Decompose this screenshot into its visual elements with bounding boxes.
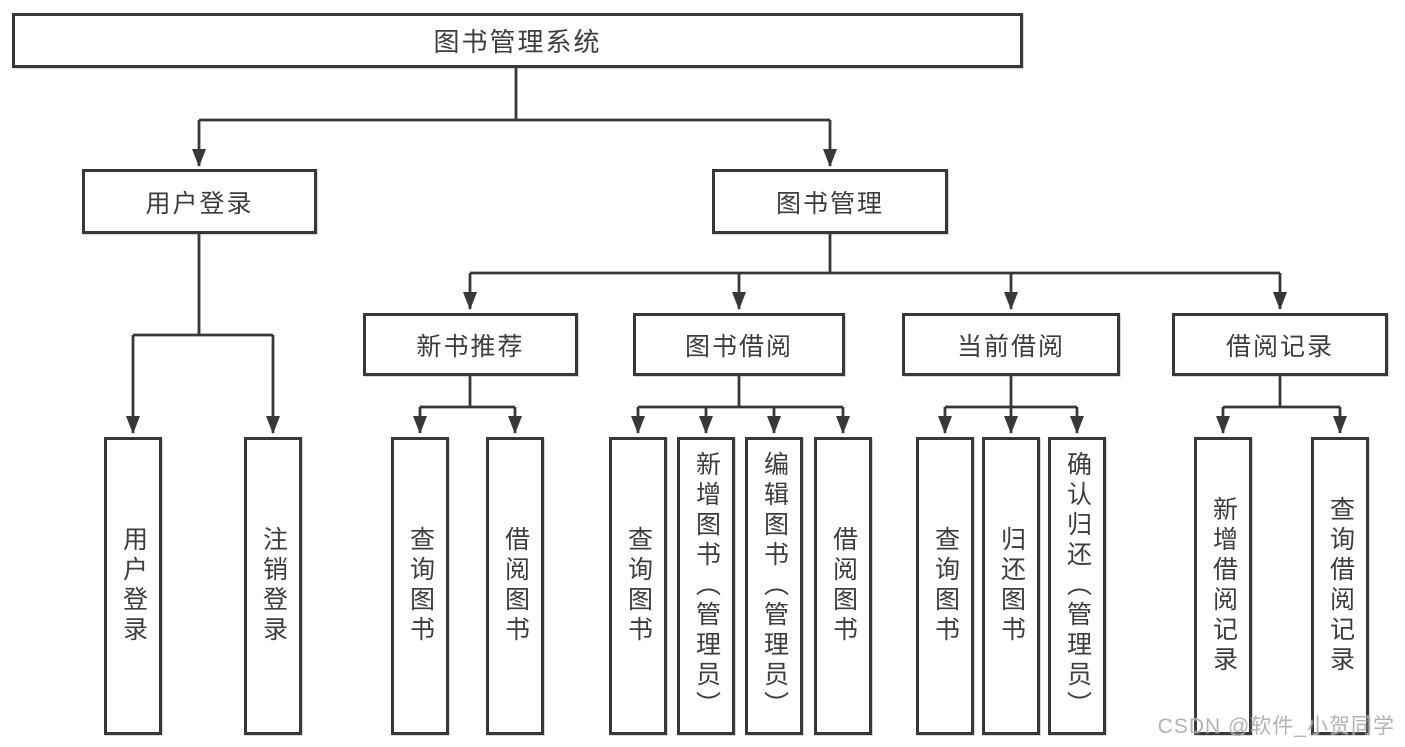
leaf-logout: 注销登录 [244,437,302,735]
leaf-cb-query-books: 查询图书 [916,437,974,735]
node-book-borrowing: 图书借阅 [633,313,845,376]
leaf-bb-query-books: 查询图书 [609,437,667,735]
leaf-bb-add-books-admin: 新增图书（管理员） [677,437,735,735]
node-user-login: 用户登录 [82,169,317,234]
node-library-management-system: 图书管理系统 [12,13,1023,68]
leaf-br-add-record: 新增借阅记录 [1194,437,1252,735]
leaf-bb-borrow-books: 借阅图书 [814,437,872,735]
leaf-bb-edit-books-admin: 编辑图书（管理员） [745,437,803,735]
leaf-nb-borrow-books: 借阅图书 [486,437,544,735]
node-new-book-recommend: 新书推荐 [363,313,578,376]
leaf-cb-return-books: 归还图书 [982,437,1040,735]
leaf-nb-query-books: 查询图书 [391,437,449,735]
leaf-br-query-record: 查询借阅记录 [1311,437,1369,735]
node-borrowing-records: 借阅记录 [1172,313,1388,376]
leaf-user-login: 用户登录 [104,437,162,735]
leaf-cb-confirm-return-admin: 确认归还（管理员） [1048,437,1106,735]
node-current-borrowing: 当前借阅 [902,313,1120,376]
node-book-management: 图书管理 [712,169,948,234]
